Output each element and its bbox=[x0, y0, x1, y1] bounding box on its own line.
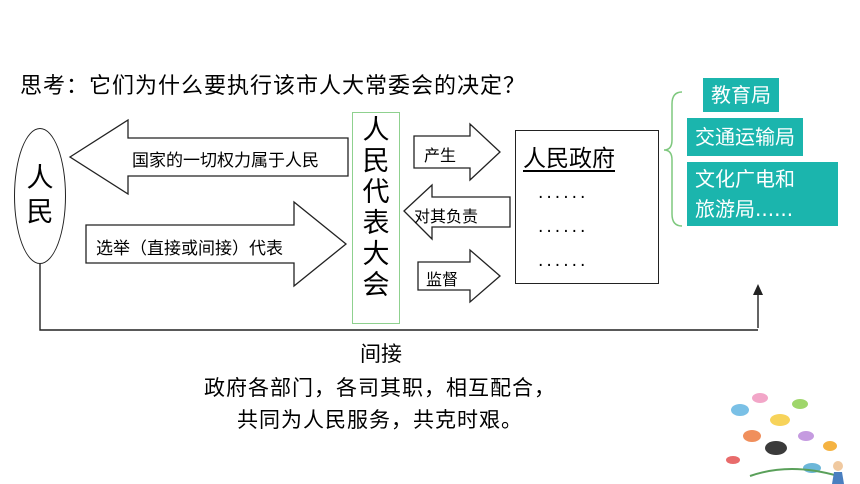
indirect-label: 间接 bbox=[360, 342, 402, 366]
bureau-culture-line2: 旅游局...... bbox=[695, 197, 794, 221]
government-title: 人民政府 bbox=[523, 146, 615, 172]
question-text: 思考：它们为什么要执行该市人大常委会的决定？ bbox=[20, 74, 527, 99]
arrow-power-shape bbox=[68, 118, 349, 196]
congress-char: 表 bbox=[362, 208, 390, 239]
congress-char: 人 bbox=[362, 115, 390, 146]
arrow-supervise-label: 监督 bbox=[426, 270, 459, 289]
arrow-supervise-shape bbox=[417, 248, 501, 304]
arrow-produce-shape bbox=[413, 122, 501, 182]
bureau-education: 教育局 bbox=[703, 78, 779, 112]
government-dots: ...... bbox=[538, 183, 589, 203]
arrow-produce-label: 产生 bbox=[424, 146, 457, 165]
arrow-elect-shape bbox=[85, 200, 348, 288]
conclusion-line-2: 共同为人民服务，共克时艰。 bbox=[237, 408, 523, 432]
arrow-elect-label: 选举（直接或间接）代表 bbox=[96, 239, 283, 259]
government-dots: ...... bbox=[538, 217, 589, 237]
bureau-culture-line1: 文化广电和 bbox=[695, 167, 795, 191]
bureau-transport: 交通运输局 bbox=[687, 118, 803, 156]
people-ellipse: 人 民 bbox=[14, 128, 66, 264]
arrow-responsible-shape bbox=[403, 183, 511, 241]
congress-char: 会 bbox=[362, 270, 390, 301]
congress-char: 大 bbox=[362, 239, 390, 270]
indirect-up-arrowhead bbox=[753, 284, 763, 295]
congress-char: 民 bbox=[362, 146, 390, 177]
people-congress-box: 人 民 代 表 大 会 bbox=[352, 112, 400, 324]
butterflies-decoration bbox=[726, 393, 844, 484]
people-char: 民 bbox=[26, 197, 54, 228]
bureau-culture-tourism: 文化广电和 旅游局...... bbox=[687, 162, 838, 226]
congress-char: 代 bbox=[362, 177, 390, 208]
conclusion-line-1: 政府各部门，各司其职，相互配合， bbox=[204, 376, 556, 400]
people-char: 人 bbox=[26, 163, 54, 194]
government-dots: ...... bbox=[538, 251, 589, 271]
bureau-brace bbox=[663, 91, 683, 227]
government-box: 人民政府 ...... ...... ...... bbox=[515, 130, 659, 284]
arrow-responsible-label: 对其负责 bbox=[414, 207, 479, 226]
indirect-connector bbox=[39, 264, 758, 331]
arrow-power-label: 国家的一切权力属于人民 bbox=[132, 151, 319, 171]
